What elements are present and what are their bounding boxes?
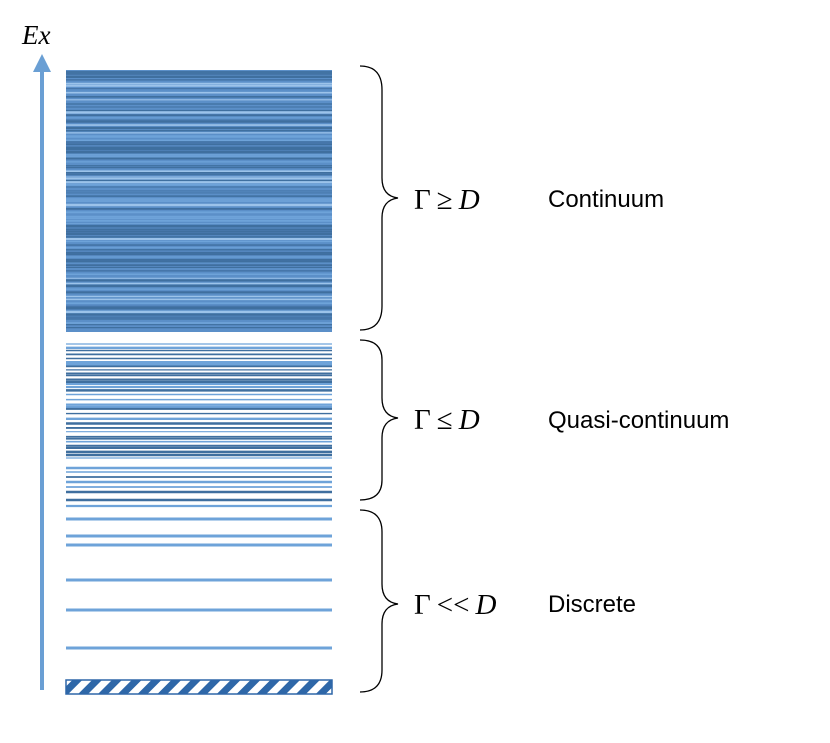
condition-discrete: Γ<<D — [414, 589, 496, 621]
discrete-levels — [66, 517, 332, 650]
region-name-discrete: Discrete — [548, 591, 636, 618]
axis-arrowhead-icon — [33, 54, 51, 72]
bracket-discrete — [359, 509, 399, 693]
bracket-continuum — [359, 65, 399, 331]
bracket-quasi — [359, 339, 399, 501]
condition-quasi: Γ≤D — [414, 404, 480, 436]
continuum-levels — [66, 70, 332, 332]
ground-state-bar — [65, 679, 333, 695]
condition-continuum: Γ≥D — [414, 184, 480, 216]
quasi-continuum-levels — [66, 343, 332, 508]
region-name-quasi: Quasi-continuum — [548, 407, 729, 434]
axis-label: Ex — [21, 20, 50, 50]
region-name-continuum: Continuum — [548, 186, 664, 213]
energy-axis: Ex — [21, 20, 51, 690]
